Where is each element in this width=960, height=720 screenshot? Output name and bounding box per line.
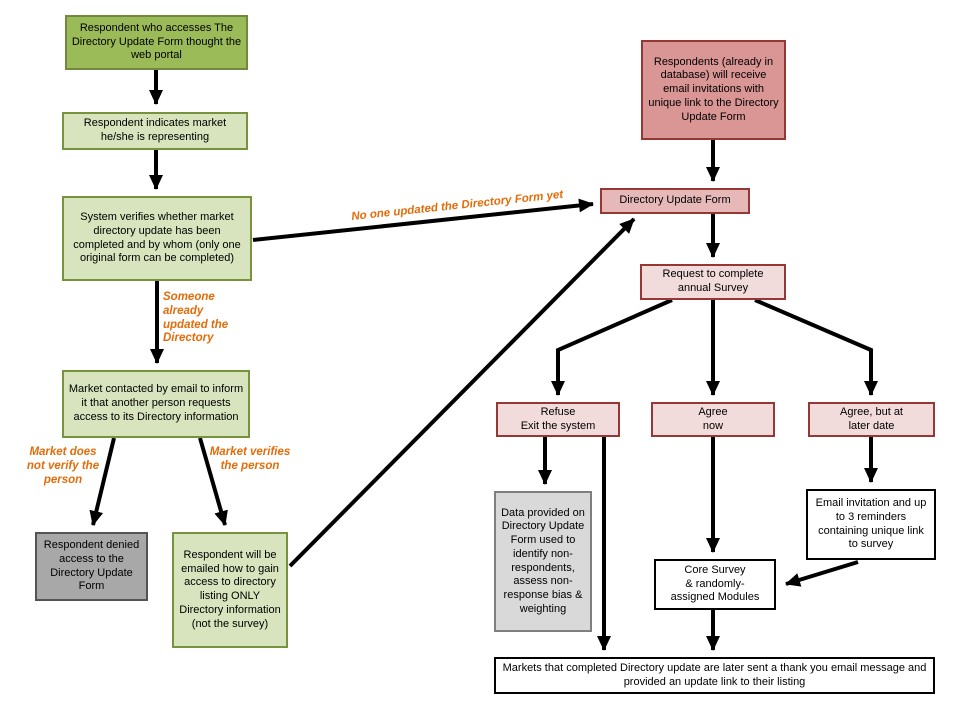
- node-request-survey: Request to complete annual Survey: [640, 264, 786, 300]
- node-market-contacted: Market contacted by email to inform it t…: [62, 370, 250, 438]
- node-directory-update-form: Directory Update Form: [600, 188, 750, 214]
- arrow-request-to-refuse: [551, 298, 673, 396]
- node-indicates-market: Respondent indicates market he/she is re…: [62, 112, 248, 150]
- arrow-contacted-to-denied: [89, 437, 116, 526]
- arrow-emailed-to-directory-form: [288, 217, 636, 568]
- node-emailed-access: Respondent will be emailed how to gain a…: [172, 532, 288, 648]
- node-denied-access: Respondent denied access to the Director…: [35, 532, 148, 601]
- node-thank-you: Markets that completed Directory update …: [494, 657, 935, 694]
- arrow-reminders-to-core: [785, 560, 859, 587]
- node-email-reminders: Email invitation and up to 3 reminders c…: [806, 489, 936, 560]
- node-agree-now: Agree now: [651, 402, 775, 437]
- node-agree-later: Agree, but at later date: [808, 402, 935, 437]
- edge-label-market-does-not-verify: Market does not verify the person: [26, 446, 100, 486]
- node-system-verifies: System verifies whether market directory…: [62, 196, 252, 281]
- node-core-survey: Core Survey & randomly- assigned Modules: [654, 559, 776, 610]
- node-email-invitations: Respondents (already in database) will r…: [641, 40, 786, 140]
- node-portal-access: Respondent who accesses The Directory Up…: [65, 15, 248, 70]
- arrow-contacted-to-emailed: [198, 437, 228, 526]
- edge-label-someone-updated: Someone already updated the Directory: [163, 291, 229, 345]
- node-data-provided: Data provided on Directory Update Form u…: [494, 491, 592, 632]
- node-refuse: Refuse Exit the system: [496, 402, 620, 437]
- arrow-verifies-to-directory-form: [252, 198, 594, 242]
- edge-label-market-verifies: Market verifies the person: [209, 446, 291, 472]
- arrow-request-to-agree-later: [754, 298, 878, 396]
